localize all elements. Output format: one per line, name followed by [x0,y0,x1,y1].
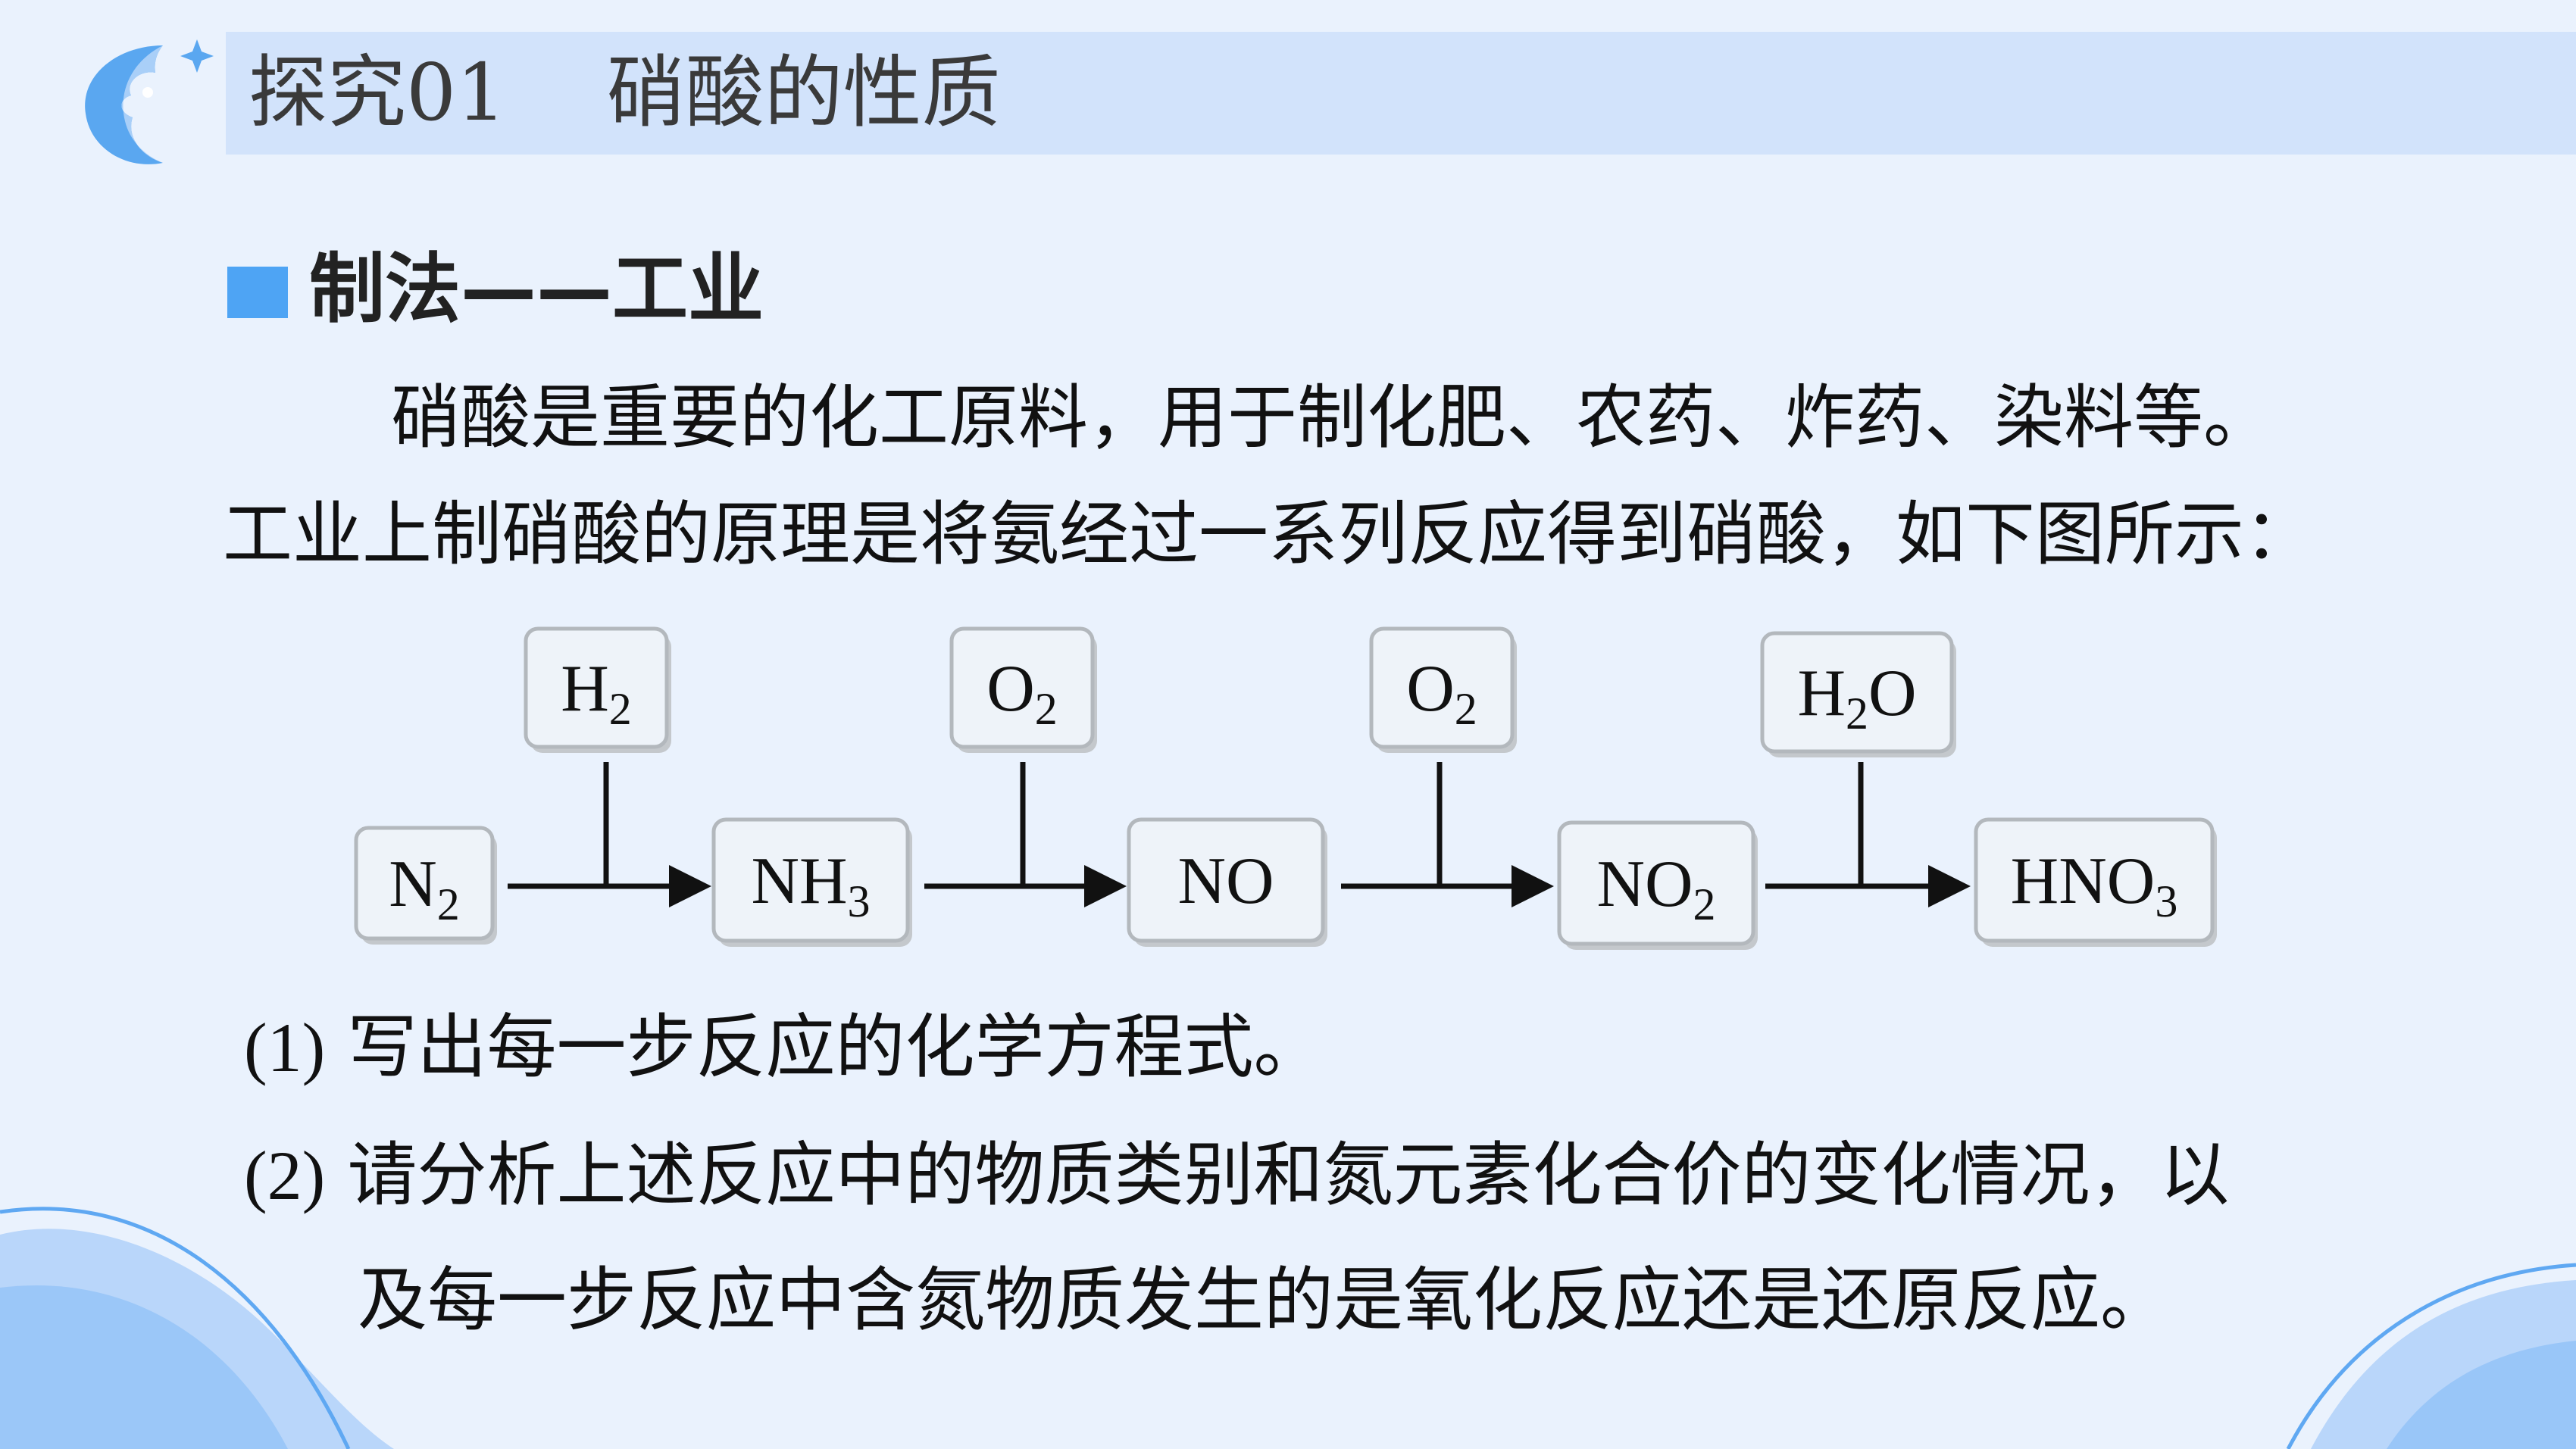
svg-text:NH3: NH3 [751,845,870,926]
reagent-box-4: H2O [1760,631,1956,757]
svg-text:NO: NO [1177,845,1274,918]
intro-line-2: 工业上制硝酸的原理是将氨经过一系列反应得到硝酸，如下图所示： [223,494,2315,575]
question-2-text-line-1: 请分析上述反应中的物质类别和氮元素化合价的变化情况，以 [347,1135,2230,1216]
page-title: 探究01 硝酸的性质 [249,46,1001,139]
compound-box-1: N2 [354,826,497,945]
compound-box-3: NO [1127,817,1327,947]
svg-text:O2: O2 [1406,652,1477,734]
reagent-box-1: H2 [524,626,671,753]
svg-text:NO2: NO2 [1596,848,1715,929]
section-title: 制法——工业 [309,245,764,333]
compound-box-4: NO2 [1557,820,1758,950]
svg-text:HNO3: HNO3 [2011,845,2178,926]
compound-box-5: HNO3 [1974,817,2217,947]
reagent-box-3: O2 [1369,626,1517,753]
question-1-text: 写出每一步反应的化学方程式。 [347,1007,1324,1088]
question-2: (2) 请分析上述反应中的物质类别和氮元素化合价的变化情况，以 [244,1126,2230,1225]
intro-line-1: 硝酸是重要的化工原料，用于制化肥、农药、炸药、染料等。 [391,377,2274,458]
svg-text:H2O: H2O [1797,657,1916,739]
header-bar [226,32,2576,155]
svg-text:O2: O2 [986,652,1058,734]
svg-text:H2: H2 [561,652,632,734]
question-1-number: (1) [244,1009,326,1086]
svg-text:N2: N2 [389,848,460,929]
reagent-box-2: O2 [949,626,1097,753]
question-1: (1) 写出每一步反应的化学方程式。 [244,998,1324,1097]
compound-box-2: NH3 [711,817,912,947]
section-bullet [227,267,288,318]
question-2-number: (2) [244,1137,326,1214]
moon-face-logo-icon [85,39,214,164]
question-2-line-2: 及每一步反应中含氮物质发生的是氧化反应还是还原反应。 [358,1260,2171,1341]
